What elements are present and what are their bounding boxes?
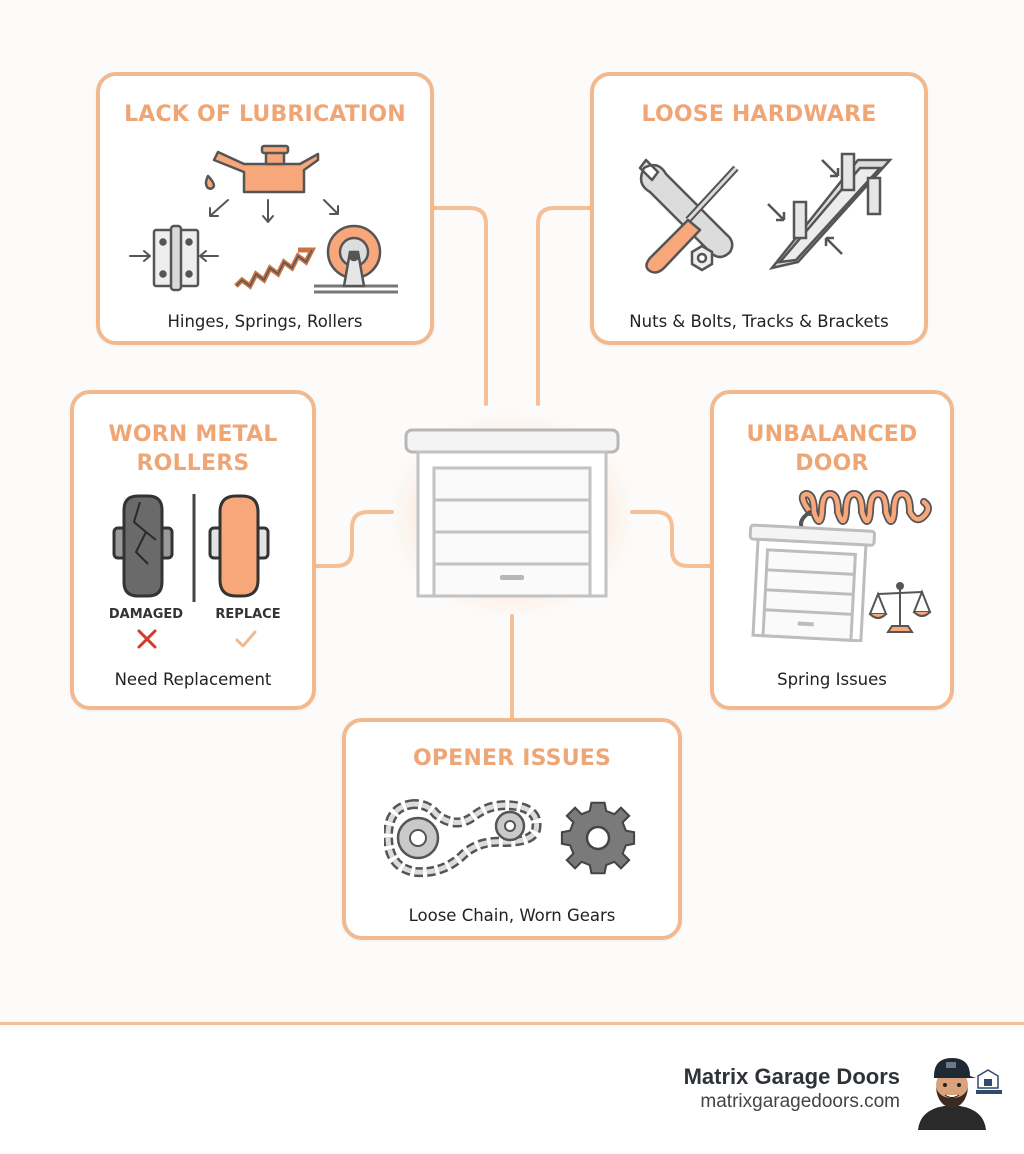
replace-label: REPLACE [215, 607, 281, 622]
hardware-icons [638, 152, 893, 274]
card-caption: Loose Chain, Worn Gears [408, 906, 616, 925]
hinge-icon [152, 224, 200, 292]
card-opener-issues: OPENER ISSUES Loose Chain, Worn Gears [342, 718, 682, 940]
card-loose-hardware: LOOSE HARDWARE Nut [590, 72, 928, 345]
opener-icons [384, 798, 636, 878]
nut-icon [690, 244, 714, 272]
card-title: OPENER ISSUES [412, 746, 612, 771]
card-title-line-2: ROLLERS [136, 451, 250, 476]
card-lack-of-lubrication: LACK OF LUBRICATION [96, 72, 434, 345]
card-unbalanced-door: UNBALANCED DOOR [710, 390, 954, 710]
garage-door-icon [386, 410, 638, 620]
card-caption: Need Replacement [114, 670, 272, 689]
check-mark-icon [235, 630, 257, 648]
damaged-roller-icon [112, 494, 174, 598]
damaged-label: DAMAGED [108, 607, 184, 622]
new-roller-icon [208, 494, 270, 598]
gear-icon [560, 801, 636, 875]
card-title-line-1: WORN METAL [108, 422, 278, 447]
chain-sprocket-icon [384, 798, 542, 878]
connector-lines [314, 206, 712, 722]
brand-name: Matrix Garage Doors [683, 1064, 900, 1089]
wrench-screwdriver-icon [638, 158, 739, 274]
roller-comparison [112, 494, 270, 602]
roller-icon [314, 224, 398, 294]
connector-lubrication [430, 206, 488, 406]
footer-divider [0, 1022, 1024, 1025]
card-title: LACK OF LUBRICATION [124, 102, 406, 127]
garage-door-icon [748, 523, 876, 642]
card-title: LOOSE HARDWARE [641, 102, 877, 127]
connector-hardware [536, 206, 594, 406]
spring-icon [234, 247, 317, 290]
card-caption: Nuts & Bolts, Tracks & Brackets [629, 312, 889, 331]
card-caption: Hinges, Springs, Rollers [167, 312, 363, 331]
unbalanced-door-icons [748, 490, 932, 642]
track-bracket-icon [767, 152, 893, 271]
x-mark-icon [137, 629, 157, 649]
brand-url[interactable]: matrixgaragedoors.com [700, 1091, 900, 1112]
connector-rollers [314, 510, 394, 568]
diagram-canvas: LACK OF LUBRICATION [70, 72, 954, 940]
lubrication-targets [129, 199, 398, 294]
oil-can-icon [204, 144, 320, 194]
card-caption: Spring Issues [777, 670, 887, 689]
card-title-line-1: UNBALANCED [746, 422, 918, 447]
avatar-icon [918, 1058, 1002, 1130]
connector-balance [630, 510, 712, 568]
card-worn-metal-rollers: WORN METAL ROLLERS DAMAGED REPLACE Need … [70, 390, 316, 710]
spring-icon [798, 490, 932, 530]
card-title-line-2: DOOR [795, 451, 869, 476]
balance-scale-icon [868, 582, 932, 633]
